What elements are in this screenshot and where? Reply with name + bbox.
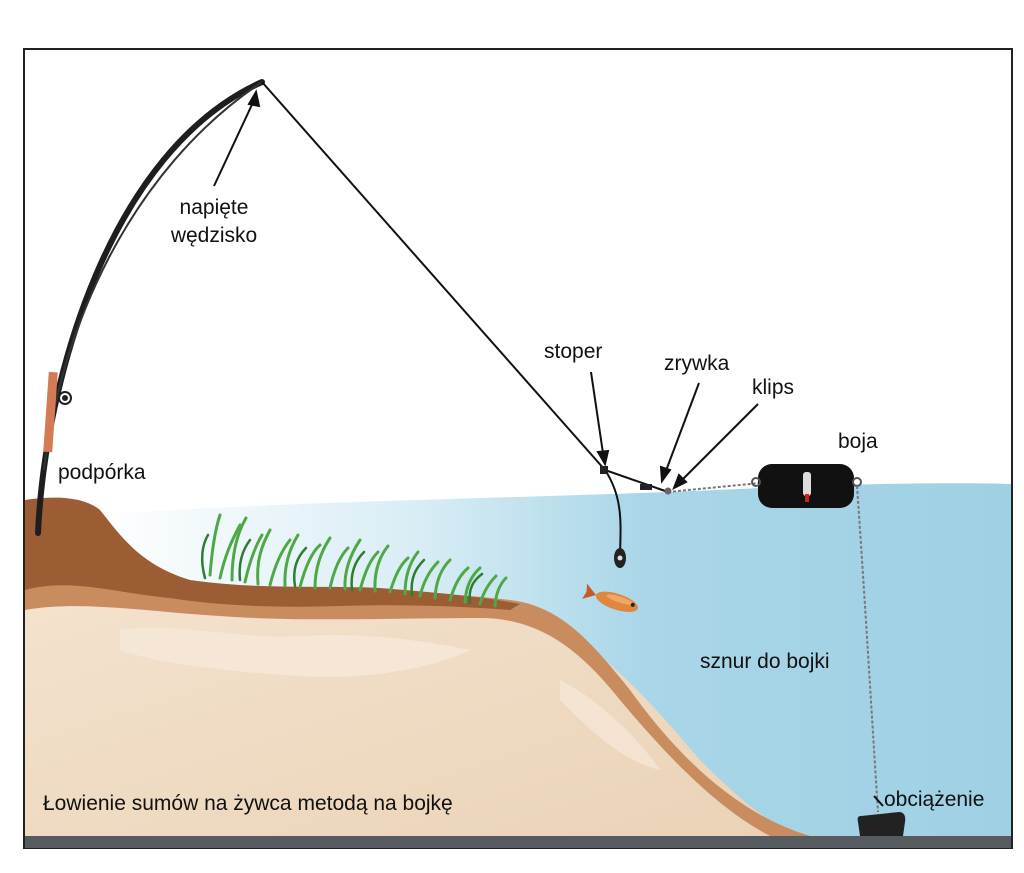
label-buoy: boja: [838, 430, 878, 453]
bank-soil-dark: [25, 497, 520, 610]
annotation-arrows: [213, 89, 884, 807]
line-to-clip: [604, 469, 669, 493]
bait-fish-icon: [582, 583, 638, 613]
weight-icon: [857, 812, 906, 836]
leader-to-buoy: [667, 482, 761, 493]
bank-light-patches: [120, 627, 470, 677]
label-buoy-rope: sznur do bojki: [700, 650, 830, 673]
label-stopper: stoper: [544, 340, 602, 363]
fishing-rod: [35, 79, 265, 536]
bank-light-patch-2: [560, 680, 660, 770]
label-rod-line2: wędzisko: [170, 224, 257, 247]
label-clip: klips: [752, 376, 794, 399]
breakaway-icon: [640, 484, 652, 490]
bank-soil-mid: [25, 572, 810, 836]
main-line: [261, 81, 606, 471]
label-weight: obciążenie: [884, 788, 984, 811]
grass-dark: [200, 533, 484, 605]
diagram-caption: Łowienie sumów na żywca metodą na bojkę: [43, 792, 453, 815]
clip-icon: [664, 487, 672, 495]
buoy-rope: [856, 485, 879, 813]
grass: [208, 513, 508, 608]
label-rod-line1: napięte: [180, 196, 249, 219]
label-rest: podpórka: [58, 461, 146, 484]
label-breakaway: zrywka: [664, 352, 730, 375]
stopper-icon: [600, 466, 608, 474]
ground-bar: [25, 836, 1011, 848]
